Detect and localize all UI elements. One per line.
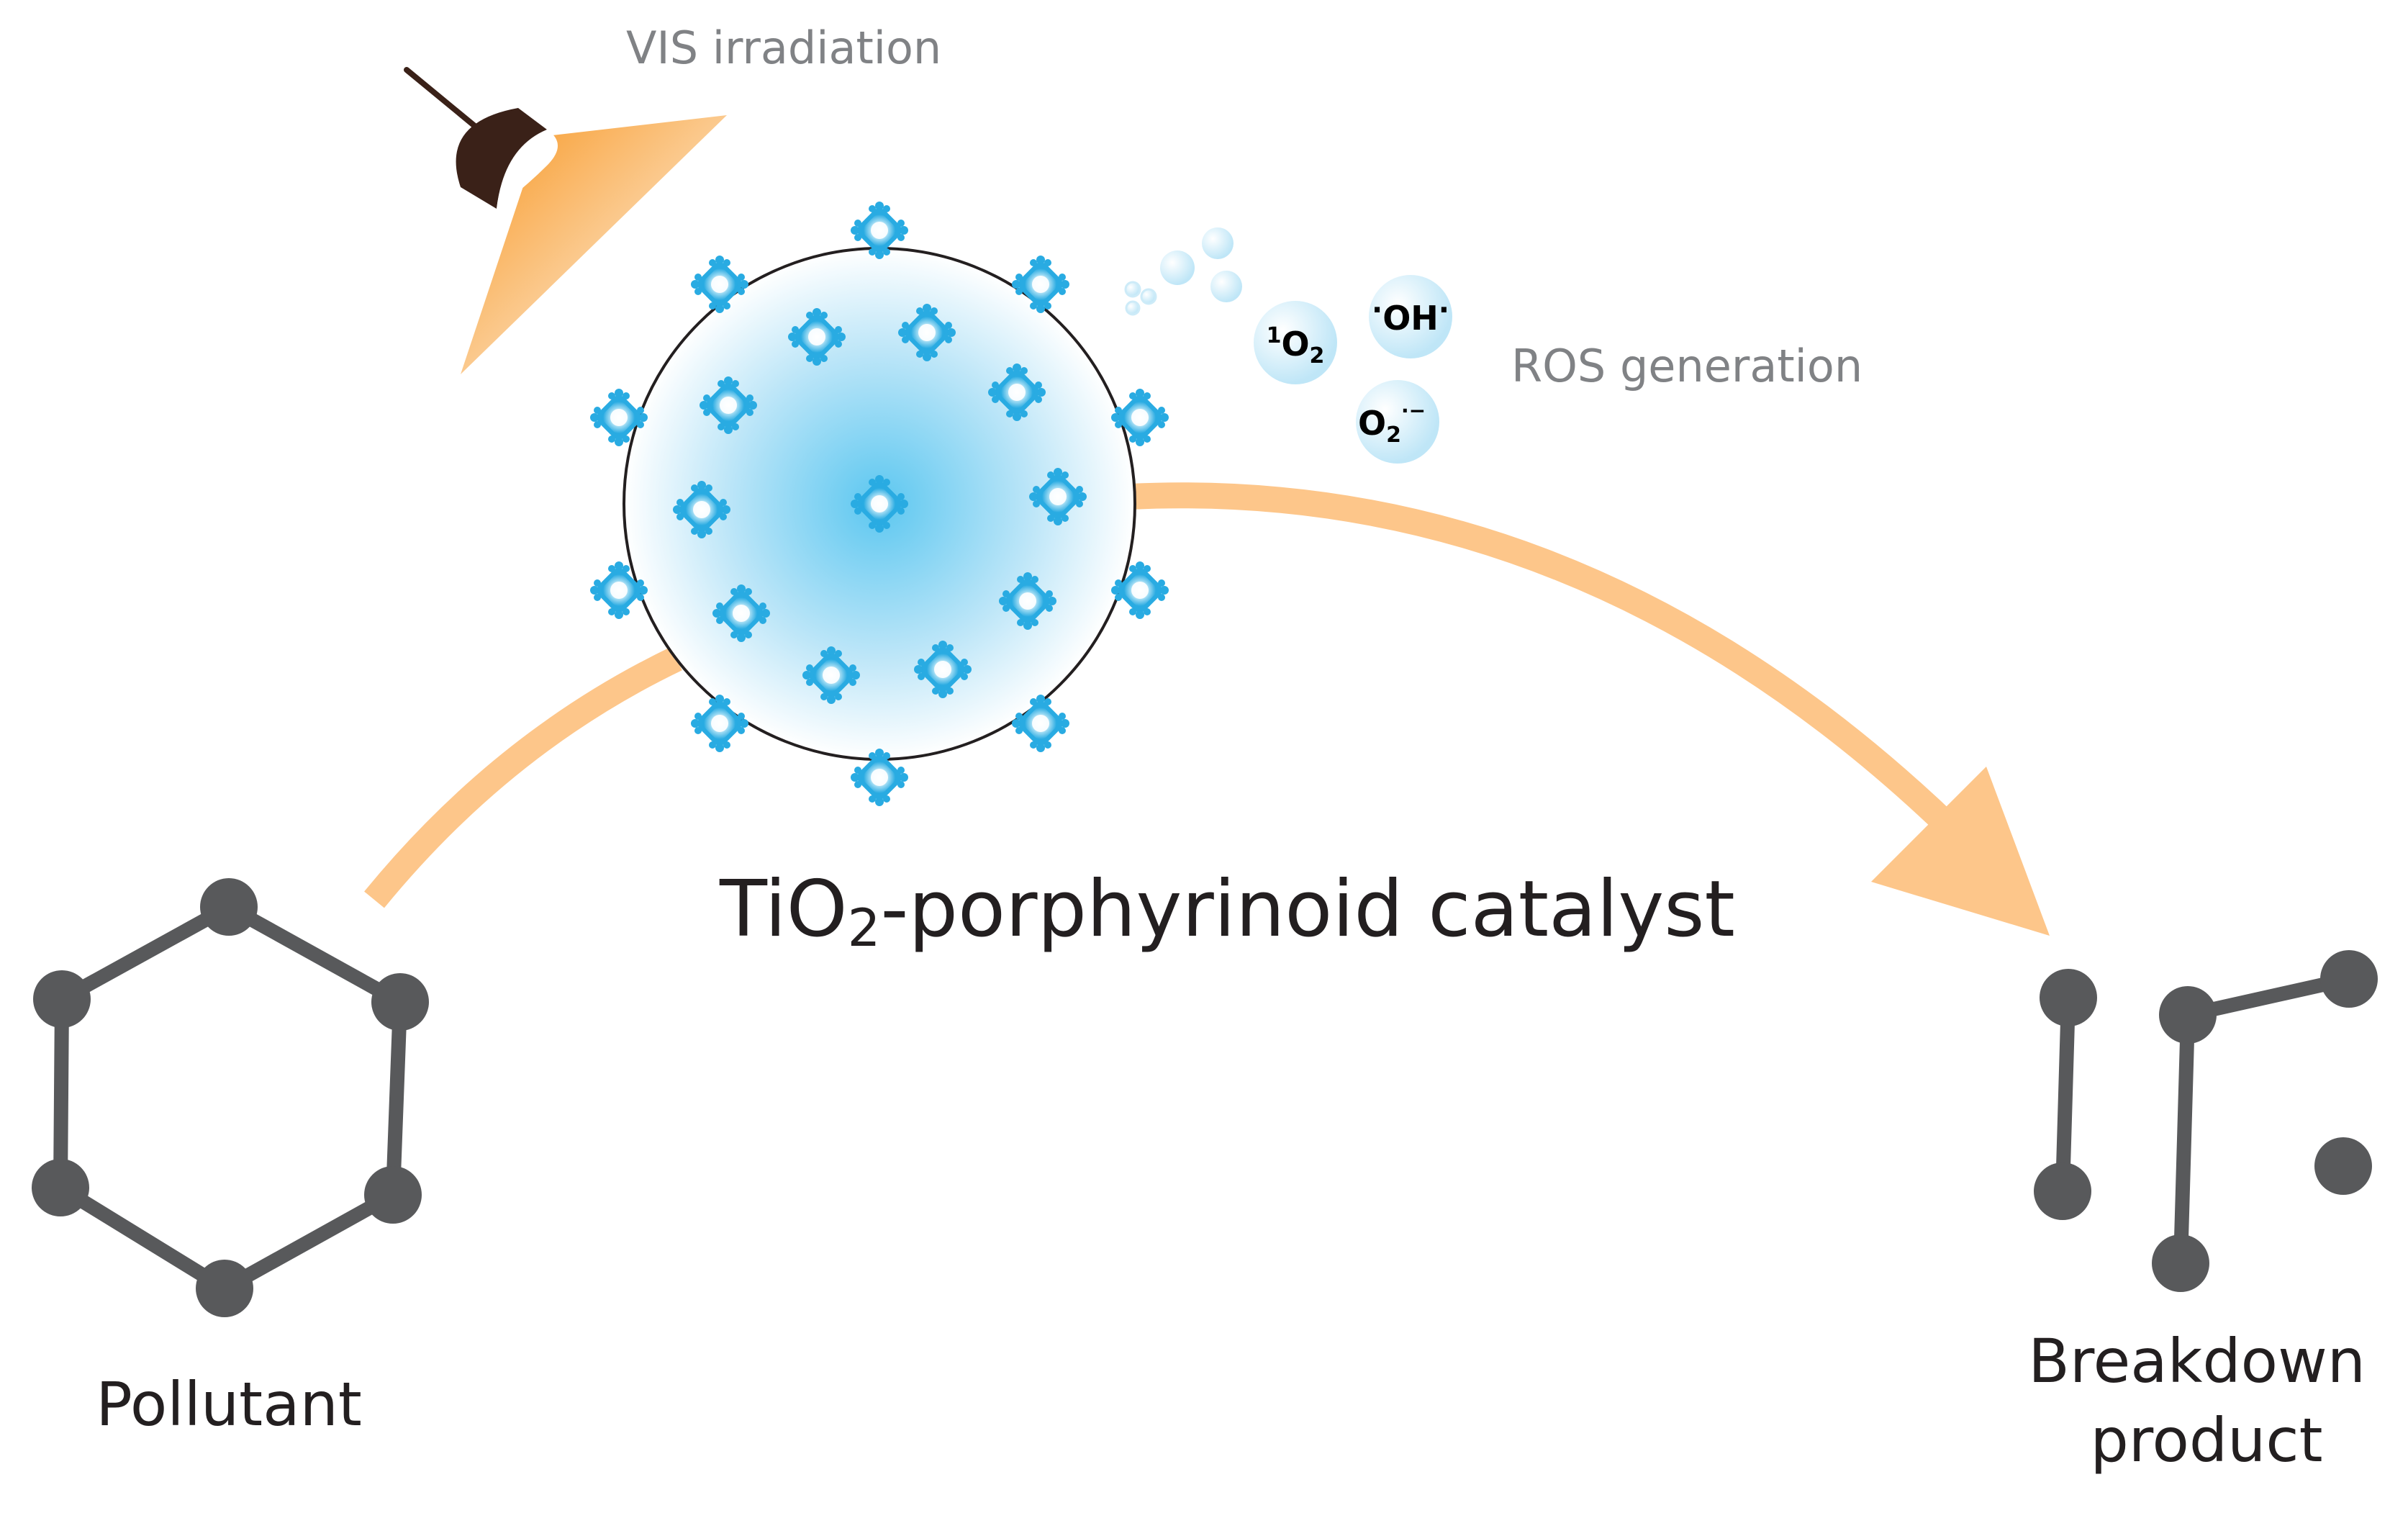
ros-bubbles: 1O2 ·OH· O2·− bbox=[1124, 227, 1452, 464]
svg-text:1O2: 1O2 bbox=[1267, 323, 1325, 369]
molecule-bond bbox=[55, 900, 236, 1006]
vis-irradiation-label: VIS irradiation bbox=[626, 22, 941, 74]
process-arrow-in bbox=[364, 646, 682, 908]
lamp-icon bbox=[404, 67, 558, 209]
molecule-bond bbox=[53, 992, 69, 1195]
tio2-particle bbox=[590, 202, 1169, 806]
molecule-atom bbox=[196, 1260, 253, 1317]
fragment-atom bbox=[2040, 969, 2097, 1026]
molecule-atom bbox=[33, 970, 91, 1028]
fragment-atom bbox=[2320, 950, 2378, 1008]
fragment-bond bbox=[2173, 1008, 2195, 1270]
molecule-atom bbox=[364, 1166, 422, 1224]
fragment-atom bbox=[2034, 1162, 2091, 1220]
molecule-bond bbox=[386, 995, 407, 1202]
superoxide-bubble: O2·− bbox=[1356, 380, 1439, 464]
singlet-oxygen-bubble: 1O2 bbox=[1254, 301, 1337, 384]
breakdown-fragments-icon bbox=[2034, 950, 2378, 1292]
svg-text:O2·−: O2·− bbox=[1358, 399, 1426, 448]
molecule-atom bbox=[371, 973, 429, 1031]
process-arrow-out bbox=[1129, 482, 1960, 837]
pollutant-label: Pollutant bbox=[96, 1369, 362, 1440]
process-arrow-head bbox=[1871, 767, 2050, 936]
fragment-atom bbox=[2314, 1137, 2372, 1195]
molecule-bond bbox=[53, 1180, 232, 1296]
hydroxyl-radical-bubble: ·OH· bbox=[1369, 275, 1452, 358]
molecule-bond bbox=[217, 1188, 400, 1296]
molecule-atom bbox=[32, 1159, 89, 1216]
ros-generation-label: ROS generation bbox=[1511, 340, 1862, 392]
molecule-atom bbox=[200, 878, 258, 936]
breakdown-product-label: Breakdown product bbox=[2028, 1326, 2384, 1476]
pollutant-molecule-icon bbox=[32, 878, 429, 1317]
fragment-bond bbox=[2055, 990, 2076, 1198]
molecule-bond bbox=[222, 900, 407, 1009]
fragment-atom bbox=[2152, 1234, 2209, 1292]
svg-text:·OH·: ·OH· bbox=[1372, 294, 1449, 338]
catalyst-label: TiO2-porphyrinoid catalyst bbox=[719, 864, 1735, 958]
fragment-atom bbox=[2159, 986, 2217, 1044]
